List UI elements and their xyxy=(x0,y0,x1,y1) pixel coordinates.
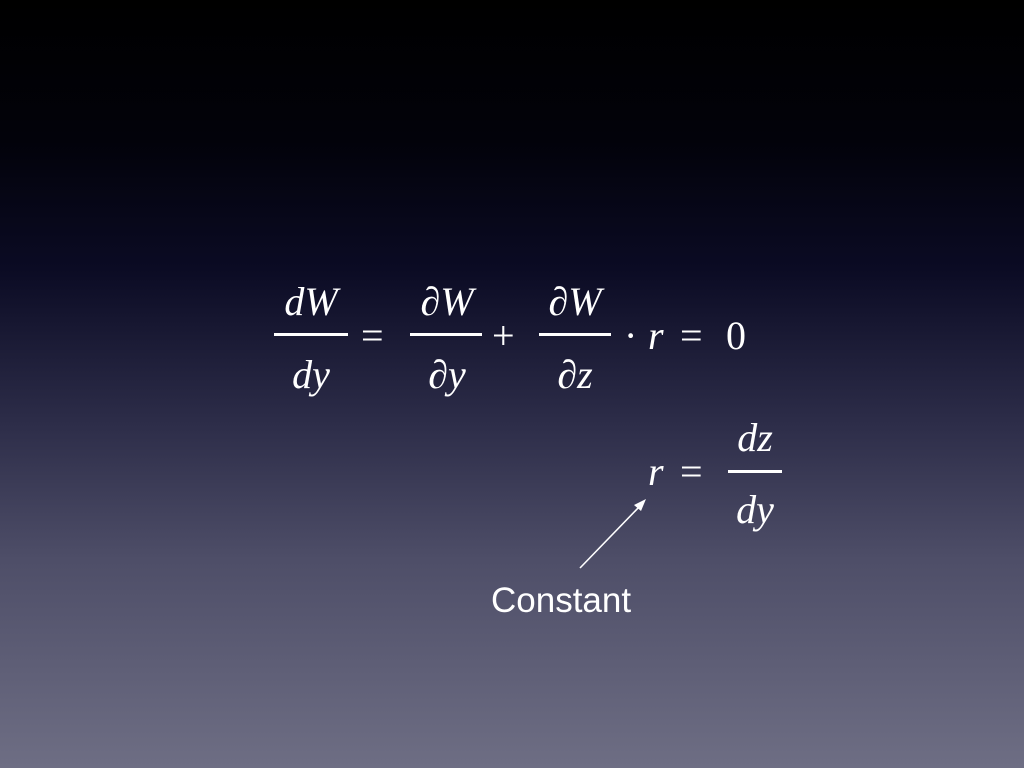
fraction-bar xyxy=(274,333,348,336)
dot-operator: · xyxy=(624,313,638,358)
variable-r: r xyxy=(648,449,664,494)
variable-r: r xyxy=(648,313,664,358)
equals-sign: = xyxy=(361,313,384,358)
fraction-bar xyxy=(728,470,782,473)
fraction-denominator: ∂z xyxy=(557,352,593,397)
equals-sign: = xyxy=(680,313,703,358)
fraction-denominator: dy xyxy=(292,352,330,397)
plus-sign: + xyxy=(492,313,515,358)
fraction-denominator: dy xyxy=(736,487,774,532)
fraction-denominator: ∂y xyxy=(428,352,466,397)
fraction-numerator: dz xyxy=(737,415,773,460)
fraction-bar xyxy=(410,333,482,336)
fraction-bar xyxy=(539,333,611,336)
fraction-numerator: ∂W xyxy=(548,279,602,324)
fraction-numerator: dW xyxy=(284,279,338,324)
constant-label: Constant xyxy=(491,581,632,620)
equals-sign: = xyxy=(680,449,703,494)
fraction-numerator: ∂W xyxy=(420,279,474,324)
zero: 0 xyxy=(726,313,746,358)
